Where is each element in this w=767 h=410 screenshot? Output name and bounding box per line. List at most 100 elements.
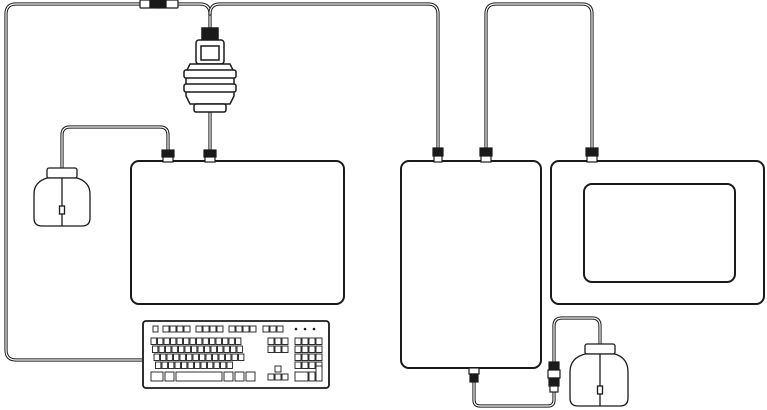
keyboard-key [192, 346, 197, 353]
keyboard-key [182, 362, 187, 369]
keyboard-key [176, 372, 222, 381]
keyboard-key [205, 346, 210, 353]
keyboard-key [196, 326, 202, 332]
keyboard-key [217, 326, 223, 332]
keyboard-key [165, 372, 174, 381]
keyboard-key [268, 374, 274, 380]
monitor [551, 148, 764, 304]
keyboard-key [295, 372, 308, 381]
keyboard-key [164, 338, 169, 345]
keyboard-key [156, 362, 161, 369]
keyboard-key [161, 354, 166, 361]
keyboard-key [309, 338, 315, 345]
keyboard-key [223, 338, 228, 345]
keyboard-led [304, 328, 307, 331]
keyboard-key [177, 338, 182, 345]
keyboard-key [153, 326, 158, 332]
keyboard-key [309, 372, 315, 381]
keyboard-key [226, 354, 231, 361]
keyboard-key [184, 326, 190, 332]
keyboard-key [197, 338, 202, 345]
keyboard-key [232, 354, 237, 361]
keyboard-key [282, 338, 288, 345]
keyboard-key [151, 372, 163, 381]
keyboard-key [177, 326, 183, 332]
keyboard-key [275, 338, 281, 345]
keyboard-key [203, 326, 209, 332]
bottle-right-plug [548, 362, 560, 392]
keyboard-key [275, 374, 281, 380]
keyboard-key [302, 362, 308, 369]
keyboard-key [193, 354, 198, 361]
keyboard-key [170, 326, 176, 332]
keyboard-key [203, 338, 208, 345]
keyboard-key [174, 354, 179, 361]
bottle-right [570, 344, 628, 406]
cable-dongle-to-tower [210, 4, 438, 148]
keyboard-key [213, 354, 218, 361]
keyboard-key [229, 338, 234, 345]
keyboard-key [295, 354, 301, 361]
keyboard-key [246, 372, 255, 381]
keyboard-key [200, 354, 205, 361]
keyboard-key [316, 346, 322, 353]
keyboard-key [263, 326, 269, 332]
keyboard-key [236, 338, 241, 345]
keyboard-led [295, 328, 298, 331]
keyboard-key [171, 338, 176, 345]
keyboard-key [227, 362, 232, 369]
keyboard-key [190, 338, 195, 345]
keyboard-key [282, 346, 288, 353]
keyboard-key [295, 338, 301, 345]
keyboard-key [270, 326, 276, 332]
keyboard-key [224, 372, 233, 381]
keyboard-key [282, 374, 288, 380]
keyboard-key [167, 354, 172, 361]
keyboard-key [268, 346, 274, 353]
keyboard-key [154, 354, 159, 361]
keyboard-key [159, 346, 164, 353]
keyboard-key [201, 362, 206, 369]
keyboard-key [214, 362, 219, 369]
keyboard-key [153, 346, 158, 353]
keyboard-key [236, 326, 242, 332]
keyboard-key [302, 354, 308, 361]
keyboard-key [218, 346, 223, 353]
keyboard-key [210, 326, 216, 332]
keyboard-key [187, 354, 192, 361]
keyboard-key [235, 372, 244, 381]
cable-tower-to-monitor [486, 4, 592, 148]
tower-port-bottom [469, 368, 479, 382]
bottle-left [34, 168, 90, 226]
keyboard-key [195, 362, 200, 369]
keyboard-key [316, 338, 322, 345]
keyboard-key [210, 338, 215, 345]
keyboard-key [239, 354, 244, 361]
keyboard-key [216, 338, 221, 345]
keyboard [143, 321, 329, 388]
keyboard-key [175, 362, 180, 369]
monitor-screen [584, 184, 735, 282]
keyboard-key [243, 326, 249, 332]
keyboard-key [184, 338, 189, 345]
main-unit-port-right [204, 150, 216, 162]
keyboard-key [309, 362, 315, 369]
keyboard-key [219, 354, 224, 361]
tower-unit [401, 148, 541, 382]
keyboard-key [302, 338, 308, 345]
keyboard-key [309, 354, 315, 361]
keyboard-key [309, 346, 315, 353]
keyboard-key [163, 326, 169, 332]
adapter-dongle [184, 28, 236, 112]
keyboard-key [224, 346, 229, 353]
keyboard-key [179, 346, 184, 353]
keyboard-key [295, 346, 301, 353]
keyboard-key [229, 326, 235, 332]
keyboard-key [316, 354, 322, 361]
keyboard-key [162, 362, 167, 369]
keyboard-key [206, 354, 211, 361]
keyboard-key [277, 326, 283, 332]
main-unit [131, 150, 344, 304]
